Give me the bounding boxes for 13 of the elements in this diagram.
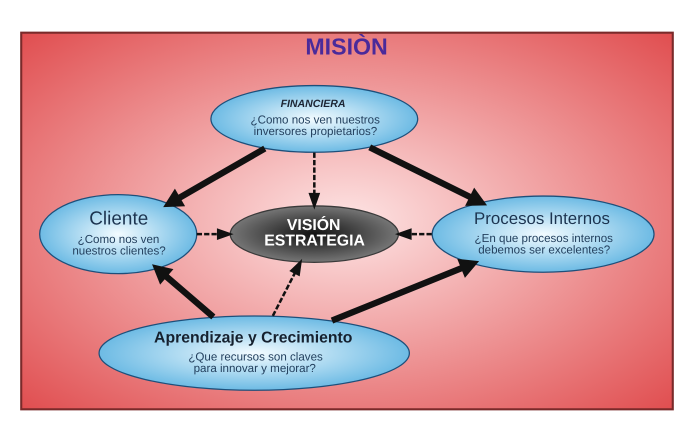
node-ellipse: VISIÓN ESTRATEGIA: [230, 204, 400, 262]
arrow: [196, 228, 234, 240]
arrow: [152, 264, 216, 319]
node-ellipse: Aprendizaje y Crecimiento ¿Que recursos son claves para innovar y mejorar?: [98, 314, 410, 390]
arrow: [308, 152, 320, 210]
arrow: [163, 145, 266, 207]
node-ellipse: FINANCIERA ¿Como nos ven nuestros inversores propietarios?: [210, 84, 418, 152]
arrow: [330, 258, 480, 324]
arrow: [368, 144, 488, 206]
node-ellipse: Cliente ¿Como nos ven nuestros clientes?: [39, 194, 198, 274]
node-ellipse: Procesos Internos ¿En que procesos internos debemos ser excelentes?: [432, 194, 655, 272]
arrow: [272, 258, 302, 316]
arrow: [394, 228, 432, 240]
